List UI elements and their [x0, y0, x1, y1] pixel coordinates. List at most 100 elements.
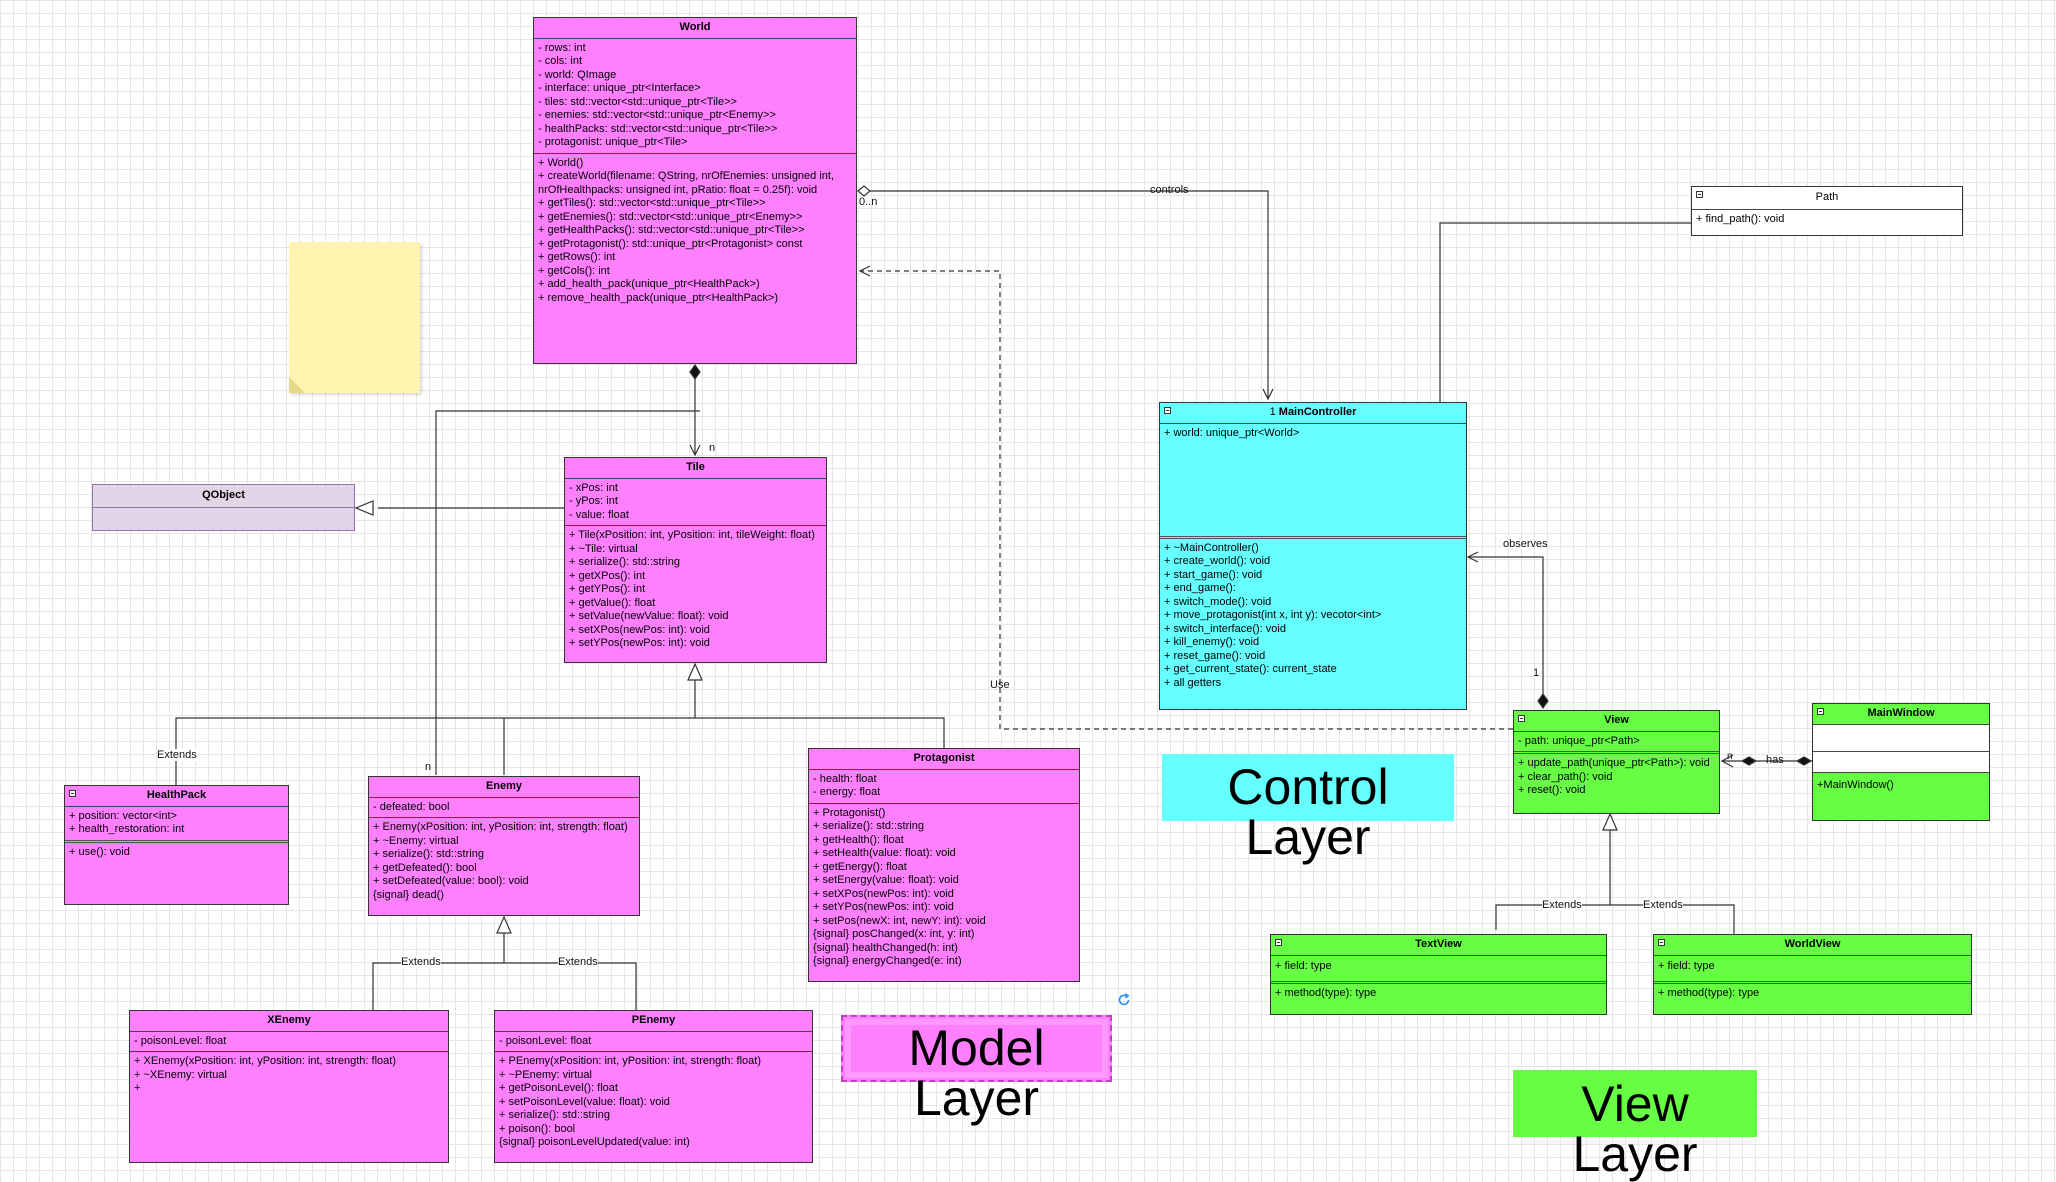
class-name: Enemy — [369, 777, 639, 798]
attributes-section: + position: vector<int>+ health_restorat… — [65, 807, 288, 843]
class-name-text: MainController — [1278, 406, 1357, 418]
refresh-icon[interactable] — [1116, 992, 1132, 1008]
class-xenemy[interactable]: XEnemy - poisonLevel: float + XEnemy(xPo… — [129, 1010, 449, 1163]
member-row: - health: float — [813, 772, 877, 785]
class-qobject[interactable]: QObject — [92, 484, 355, 531]
label-observes-multiplicity: 1 — [1533, 667, 1540, 679]
methods-section: + World()+ createWorld(filename: QString… — [534, 154, 856, 309]
class-healthpack[interactable]: HealthPack + position: vector<int>+ heal… — [64, 785, 289, 905]
member-row: + ~MainController() — [1164, 541, 1259, 554]
class-name: World — [534, 18, 856, 39]
arrow-has — [1720, 754, 1734, 768]
member-row: + remove_health_pack(unique_ptr<HealthPa… — [538, 291, 779, 304]
class-textview[interactable]: TextView + field: type + method(type): t… — [1270, 934, 1607, 1015]
member-row: + World() — [538, 156, 584, 169]
composition-diamond-has-left — [1740, 756, 1758, 766]
member-row: + setYPos(newPos: int): void — [813, 901, 954, 913]
member-row: {signal} posChanged(x: int, y: int) — [813, 928, 975, 940]
member-row: + find_path(): void — [1696, 212, 1785, 225]
member-row: + getCols(): int — [538, 264, 610, 277]
member-row: nrOfHealthpacks: unsigned int, pRatio: f… — [538, 183, 818, 196]
class-enemy[interactable]: Enemy - defeated: bool + Enemy(xPosition… — [368, 776, 640, 916]
collapse-icon[interactable] — [1518, 715, 1525, 722]
class-world[interactable]: World - rows: int- cols: int- world: QIm… — [533, 17, 857, 364]
class-path[interactable]: Path + find_path(): void — [1691, 186, 1963, 236]
member-row: + ~PEnemy: virtual — [499, 1068, 592, 1081]
member-row: + getProtagonist(): std::unique_ptr<Prot… — [538, 237, 803, 250]
edge-controls — [870, 190, 1268, 399]
layer-label-control[interactable]: Control Layer — [1162, 754, 1454, 862]
class-penemy[interactable]: PEnemy - poisonLevel: float + PEnemy(xPo… — [494, 1010, 813, 1163]
member-row: - healthPacks: std::vector<std::unique_p… — [538, 122, 778, 135]
member-row: + health_restoration: int — [69, 823, 185, 835]
edge-use — [860, 271, 1513, 730]
collapse-icon[interactable] — [69, 790, 76, 797]
layer-label-view[interactable]: View Layer — [1513, 1070, 1757, 1179]
member-row: + all getters — [1164, 676, 1222, 689]
member-row: + world: unique_ptr<World> — [1164, 426, 1300, 439]
sticky-note[interactable] — [289, 242, 420, 393]
class-tile[interactable]: Tile - xPos: int- yPos: int- value: floa… — [564, 457, 827, 663]
member-row: + getEnergy(): float — [813, 860, 907, 873]
class-name: WorldView — [1654, 935, 1971, 956]
attributes-section: + field: type — [1271, 956, 1606, 984]
member-row: + getRows(): int — [538, 251, 616, 263]
member-row: + create_world(): void — [1164, 555, 1271, 567]
class-protagonist[interactable]: Protagonist - health: float- energy: flo… — [808, 748, 1080, 982]
member-row: + setValue(newValue: float): void — [569, 610, 729, 622]
member-row: + serialize(): std::string — [373, 848, 484, 860]
member-row: + setDefeated(value: bool): void — [373, 875, 529, 887]
class-mainwindow[interactable]: MainWindow +MainWindow() — [1812, 703, 1990, 821]
attributes-section: - xPos: int- yPos: int- value: float — [565, 479, 826, 526]
collapse-icon[interactable] — [1658, 939, 1665, 946]
member-row: {signal} dead() — [373, 888, 444, 901]
member-row: + get_current_state(): current_state — [1164, 663, 1337, 675]
member-row: {signal} healthChanged(h: int) — [813, 941, 958, 954]
collapse-icon[interactable] — [1275, 939, 1282, 946]
member-row: - energy: float — [813, 786, 881, 798]
member-row: + Protagonist() — [813, 806, 886, 819]
attributes-section: - poisonLevel: float — [495, 1032, 812, 1052]
layer-label-model[interactable]: Model Layer — [841, 1015, 1112, 1123]
label-use: Use — [990, 679, 1010, 691]
member-row: - rows: int — [538, 41, 586, 54]
class-worldview[interactable]: WorldView + field: type + method(type): … — [1653, 934, 1972, 1015]
methods-section: + PEnemy(xPosition: int, yPosition: int,… — [495, 1052, 812, 1153]
member-row: {signal} poisonLevelUpdated(value: int) — [499, 1136, 690, 1148]
collapse-icon[interactable] — [1164, 407, 1171, 414]
member-row: + getTiles(): std::vector<std::unique_pt… — [538, 197, 766, 209]
label-extends-xenemy: Extends — [401, 956, 441, 968]
member-row: {signal} energyChanged(e: int) — [813, 955, 962, 967]
label-extends-healthpack: Extends — [157, 749, 197, 761]
methods-section: +MainWindow() — [1813, 773, 1989, 796]
member-row: - enemies: std::vector<std::unique_ptr<E… — [538, 109, 776, 121]
edge-world-enemy — [435, 410, 700, 775]
multiplicity: 1 — [1269, 406, 1276, 418]
attributes-section: + world: unique_ptr<World> — [1160, 424, 1466, 539]
member-row: - interface: unique_ptr<Interface> — [538, 82, 701, 94]
member-row: + ~XEnemy: virtual — [134, 1068, 227, 1081]
class-maincontroller[interactable]: 1 MainController + world: unique_ptr<Wor… — [1159, 402, 1467, 710]
member-row: + reset_game(): void — [1164, 649, 1266, 662]
member-row: + position: vector<int> — [69, 809, 177, 822]
methods-section: + find_path(): void — [1692, 210, 1962, 230]
member-row: + getPoisonLevel(): float — [499, 1082, 618, 1094]
member-row: + move_protagonist(int x, int y): vecoto… — [1164, 609, 1382, 621]
edge-inherit-view — [1495, 830, 1735, 934]
member-row: + getHealthPacks(): std::vector<std::uni… — [538, 224, 805, 236]
class-name: 1 MainController — [1160, 403, 1466, 424]
class-view[interactable]: View - path: unique_ptr<Path> + update_p… — [1513, 710, 1720, 814]
label-observes: observes — [1503, 538, 1548, 550]
methods-section: + update_path(unique_ptr<Path>): void+ c… — [1514, 754, 1719, 801]
member-row: + setPoisonLevel(value: float): void — [499, 1095, 670, 1108]
member-row: + setYPos(newPos: int): void — [569, 637, 710, 649]
composition-diamond-view — [1537, 692, 1549, 710]
class-name: Tile — [565, 458, 826, 479]
collapse-icon[interactable] — [1696, 191, 1703, 198]
member-row: + poison(): bool — [499, 1122, 576, 1135]
collapse-icon[interactable] — [1817, 708, 1824, 715]
methods-section: + Protagonist()+ serialize(): std::strin… — [809, 804, 1079, 972]
member-row: + getValue(): float — [569, 596, 656, 609]
member-row: +MainWindow() — [1817, 778, 1894, 791]
attributes-section: - defeated: bool — [369, 798, 639, 818]
